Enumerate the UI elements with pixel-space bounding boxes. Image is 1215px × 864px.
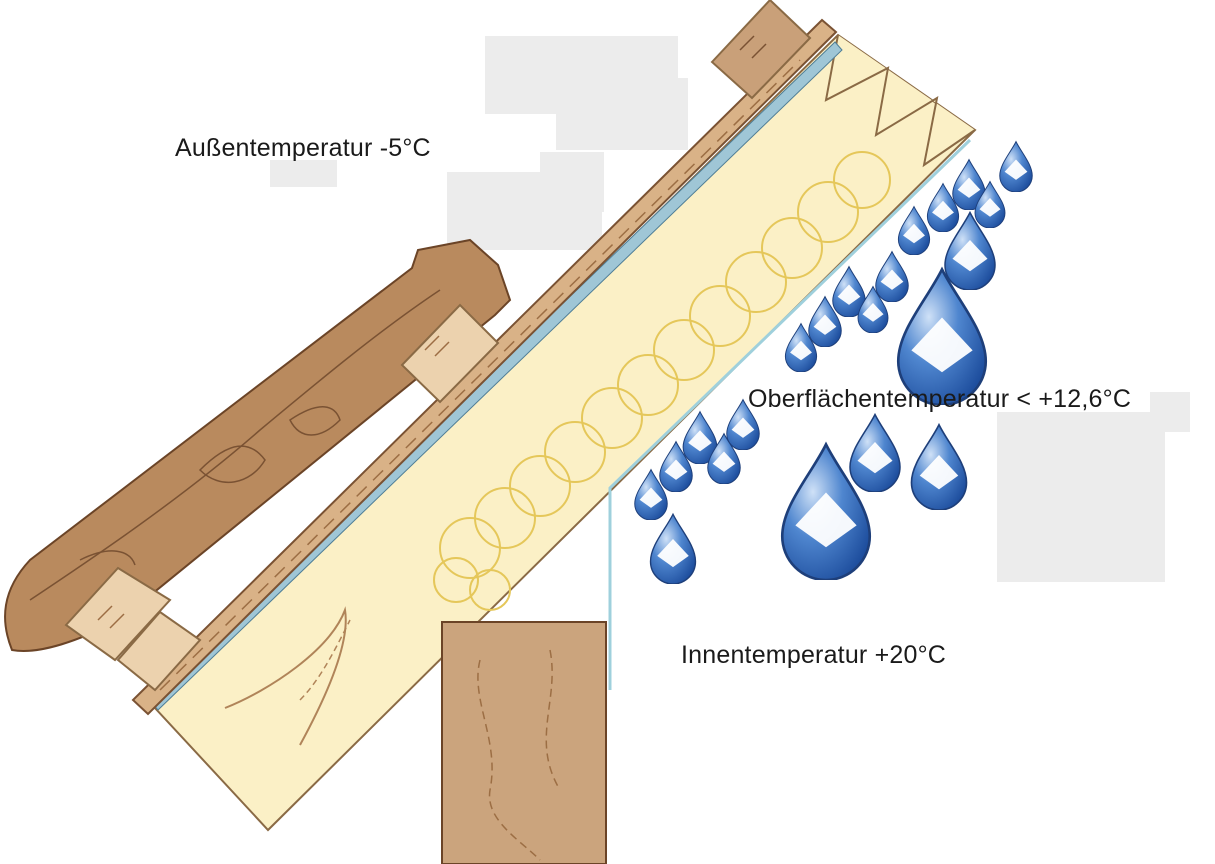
batten-strip: [131, 18, 838, 716]
outside-temperature-label: Außentemperatur -5°C: [175, 134, 431, 162]
inside-temperature-label: Innentemperatur +20°C: [681, 641, 947, 669]
roof-tile: [4, 238, 512, 652]
surface-temperature-label: Oberflächentemperatur < +12,6°C: [748, 385, 1132, 413]
tile-battens: [64, 0, 812, 692]
insulation-board: [153, 33, 977, 832]
interior-surface: [608, 138, 972, 690]
mineral-wool-coils: [433, 151, 891, 611]
grey-background-blocks: [270, 36, 1190, 582]
rafter-post: [441, 621, 607, 864]
